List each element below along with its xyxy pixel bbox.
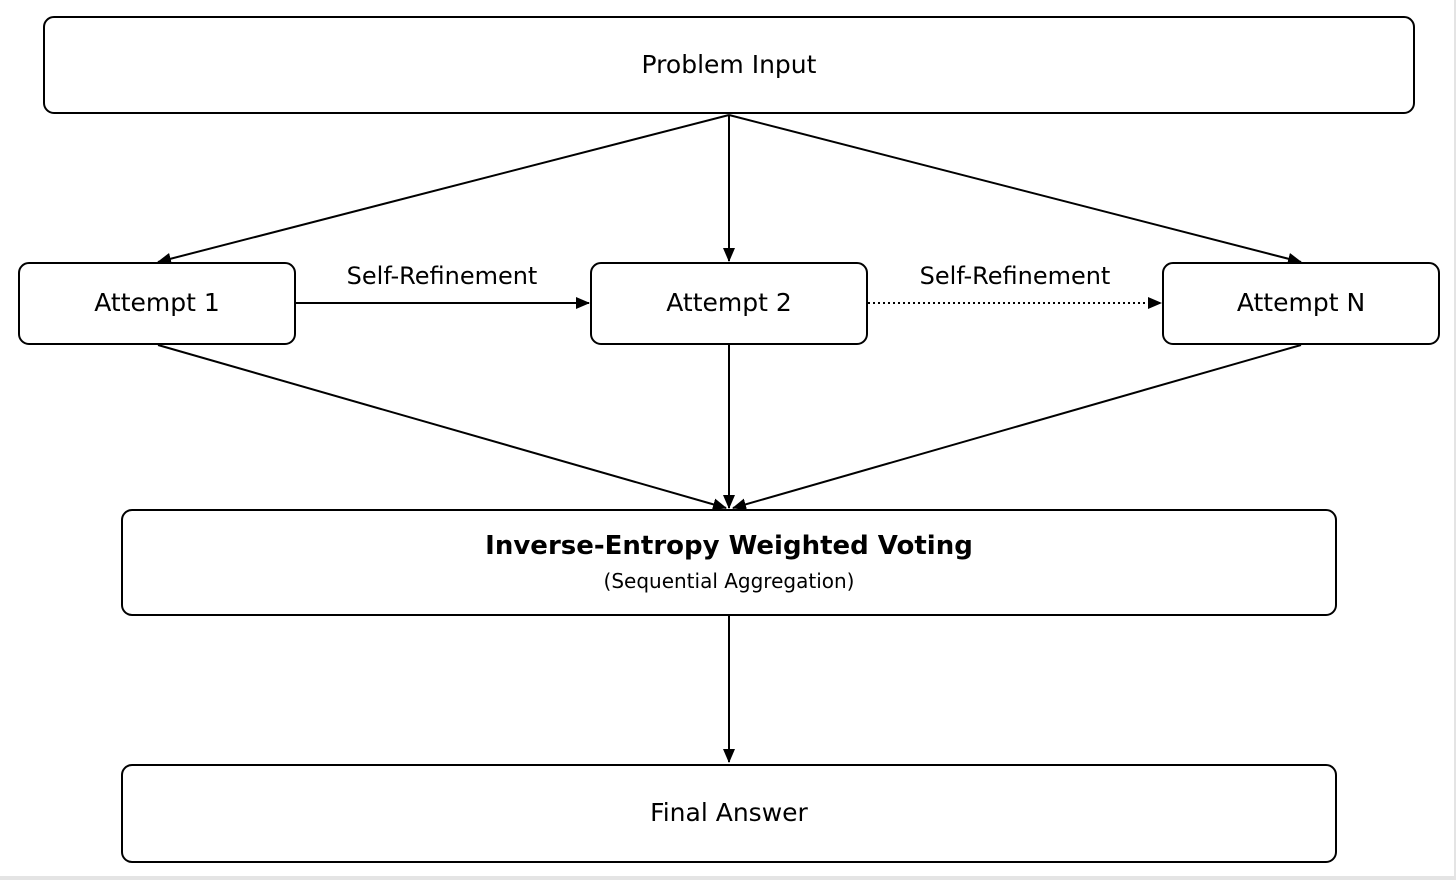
- edge-input-to-attempt-n: [728, 114, 1302, 265]
- attempt-1-label: Attempt 1: [94, 288, 220, 318]
- voting-subtitle: (Sequential Aggregation): [603, 568, 855, 593]
- problem-input-label: Problem Input: [641, 49, 817, 79]
- self-refinement-label-1: Self-Refinement: [346, 262, 538, 290]
- edge-input-to-attempt-1: [157, 114, 730, 265]
- edge-attempt-n-to-voting: [732, 344, 1302, 511]
- edge-attempt-1-to-voting: [157, 344, 727, 511]
- attempt-2-label: Attempt 2: [666, 288, 792, 318]
- attempt-n-node: Attempt N: [1162, 262, 1440, 345]
- attempt-1-node: Attempt 1: [18, 262, 296, 345]
- attempt-2-node: Attempt 2: [590, 262, 868, 345]
- problem-input-node: Problem Input: [43, 16, 1415, 114]
- voting-node: Inverse-Entropy Weighted Voting (Sequent…: [121, 509, 1337, 616]
- final-answer-label: Final Answer: [650, 798, 808, 828]
- self-refinement-label-2: Self-Refinement: [919, 262, 1111, 290]
- attempt-n-label: Attempt N: [1236, 288, 1366, 318]
- voting-title: Inverse-Entropy Weighted Voting: [485, 531, 973, 562]
- final-answer-node: Final Answer: [121, 764, 1337, 863]
